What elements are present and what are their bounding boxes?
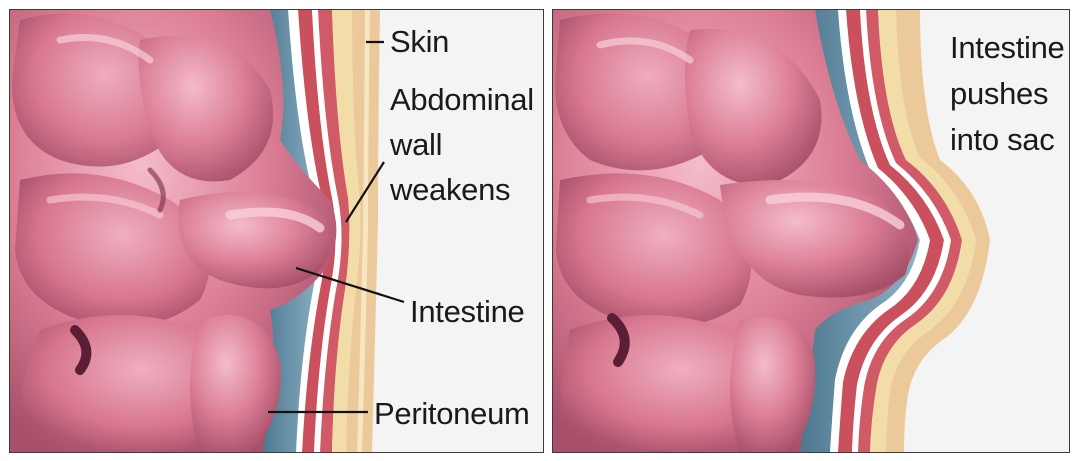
wall-label-line2: wall: [389, 127, 442, 162]
skin-label: Skin: [390, 24, 449, 59]
wall-label-line3: weakens: [389, 172, 510, 207]
intestine-label: Intestine: [410, 294, 525, 329]
caption-line3: into sac: [950, 122, 1054, 157]
caption-line2: pushes: [950, 76, 1048, 111]
panel-left: Skin Abdominal wall weakens Intestine Pe…: [9, 9, 544, 453]
panel-right: Intestine pushes into sac: [552, 9, 1070, 453]
caption-line1: Intestine: [950, 30, 1065, 65]
peritoneum-label: Peritoneum: [374, 396, 530, 431]
wall-label-line1: Abdominal: [390, 82, 534, 117]
